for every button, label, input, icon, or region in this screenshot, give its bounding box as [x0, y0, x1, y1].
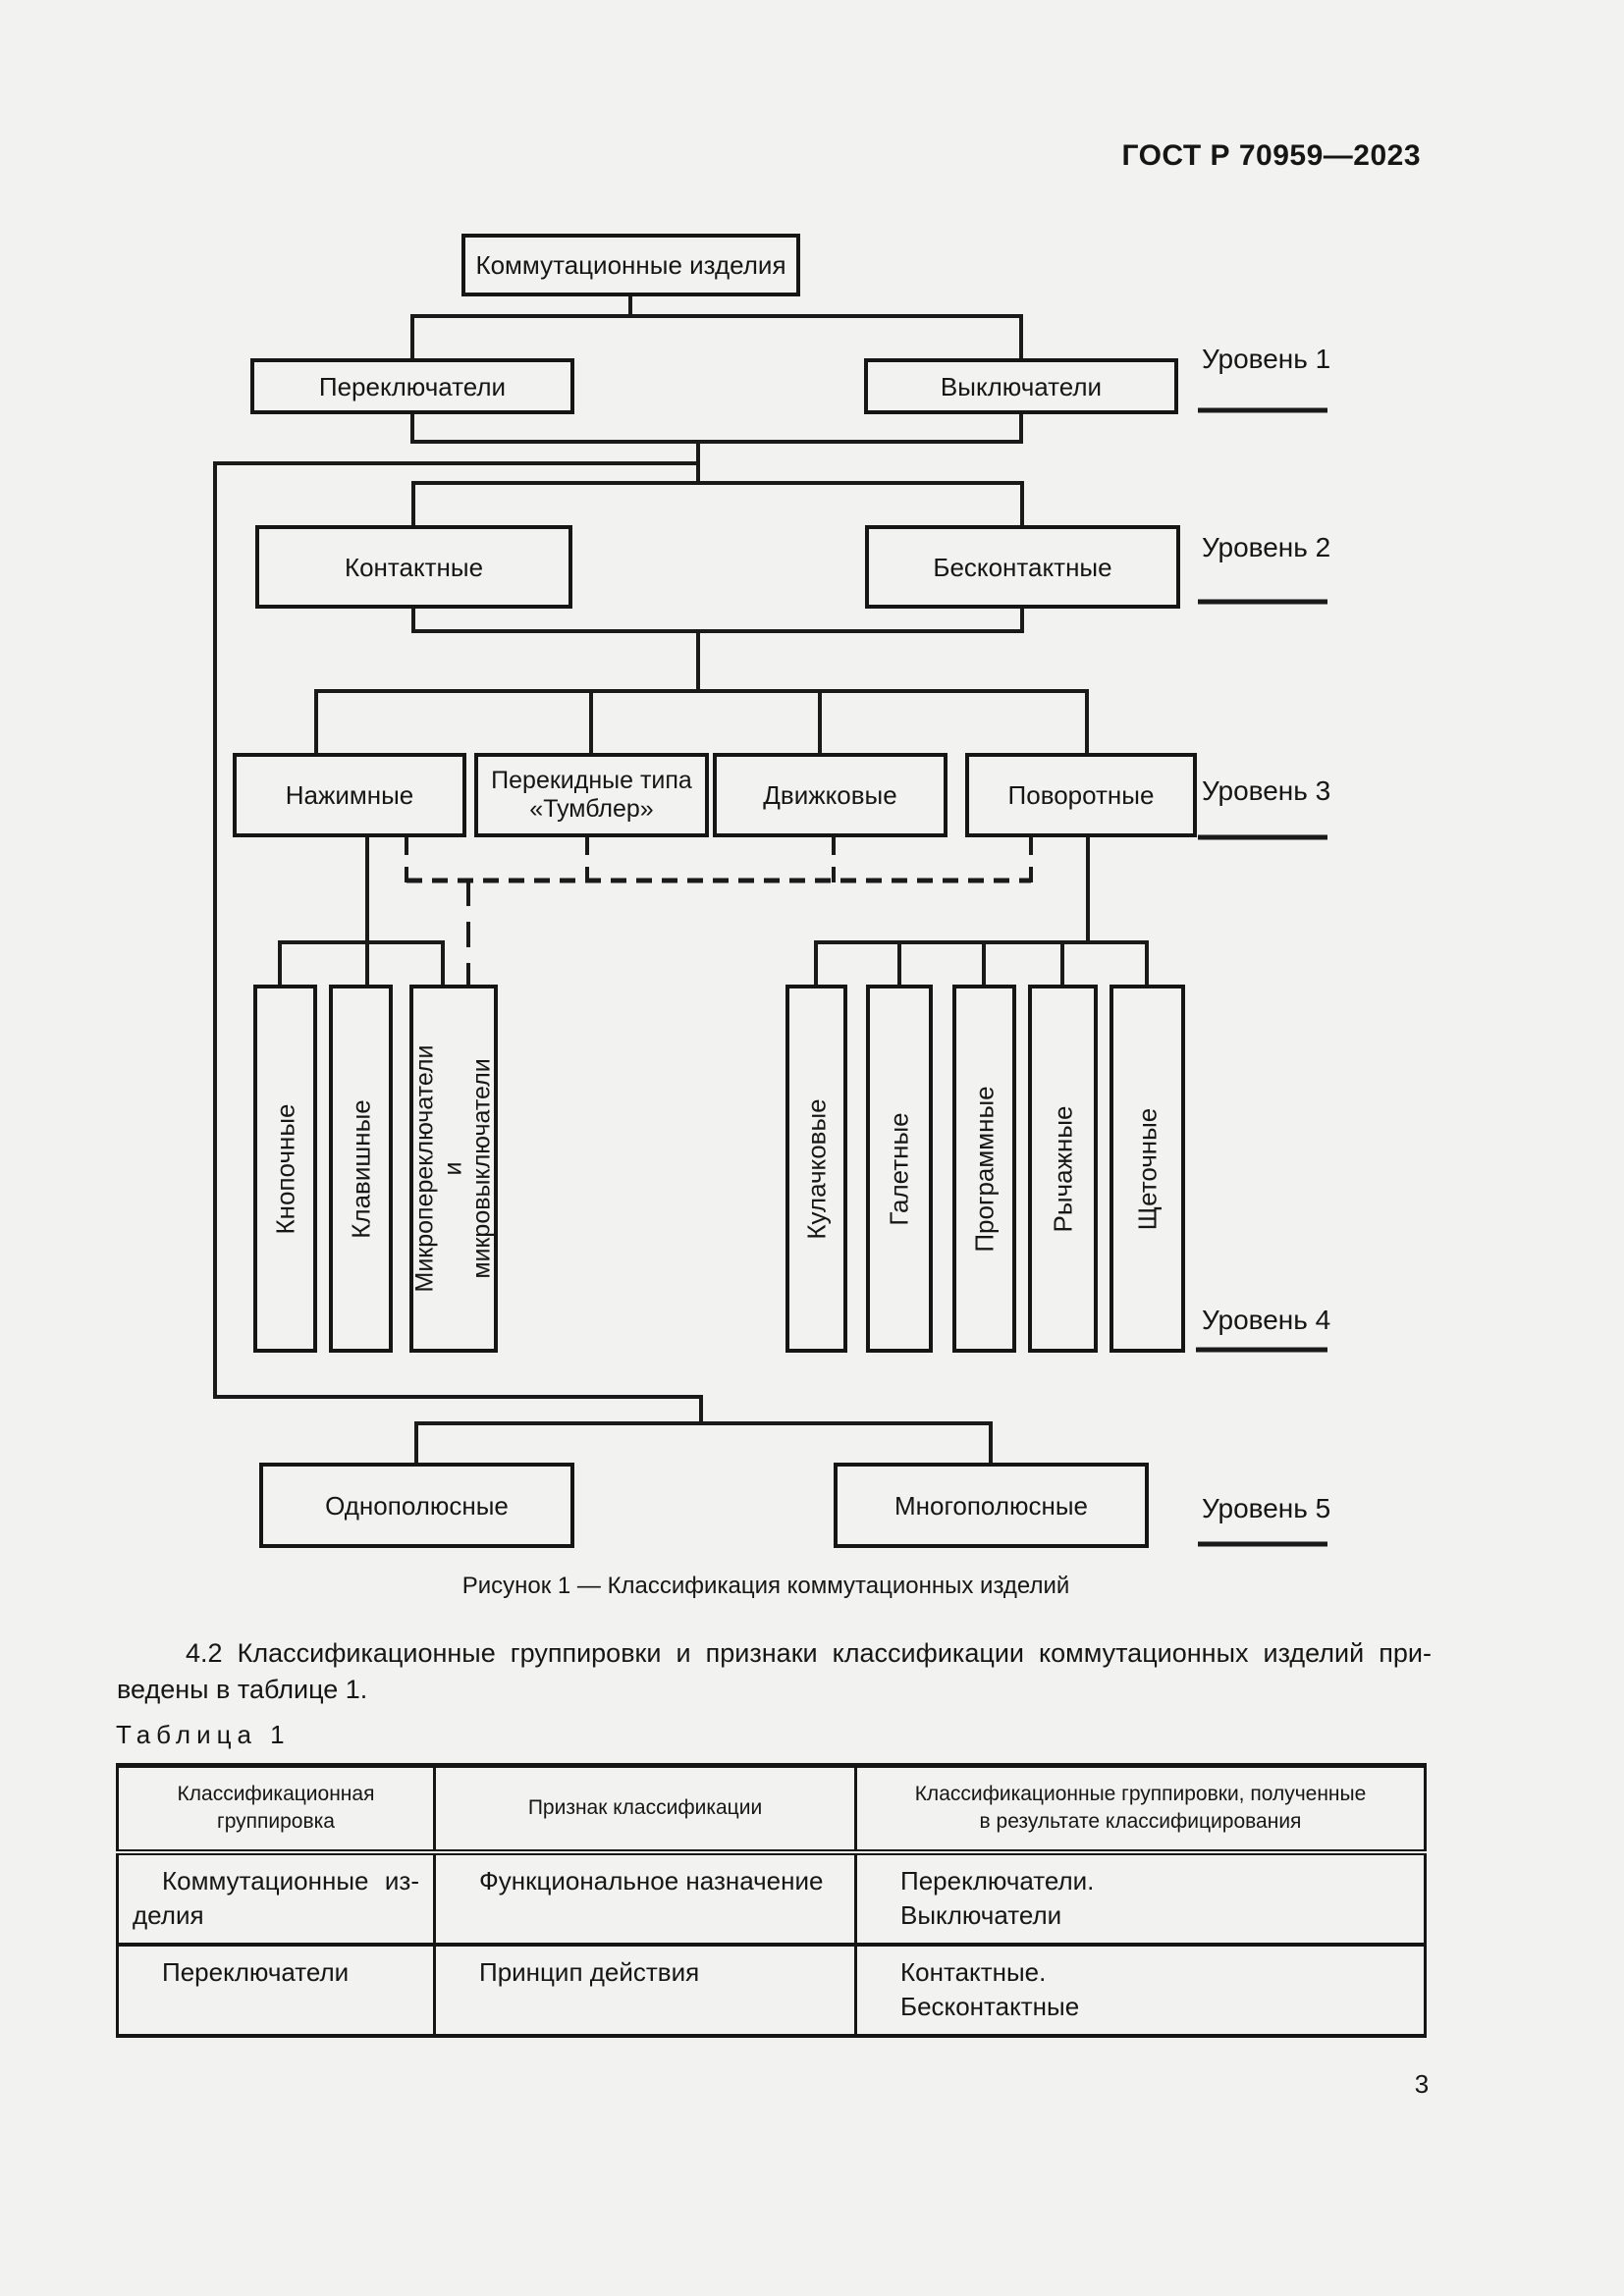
level-1-label: Уровень 1	[1202, 344, 1331, 374]
box-wafer-type: Галетные	[866, 985, 933, 1353]
header-classification-attribute: Признак классификации	[433, 1765, 857, 1855]
table-header-row: Классификационная группировка Признак кл…	[116, 1765, 1427, 1855]
level-4-label: Уровень 4	[1202, 1305, 1331, 1335]
box-slide: Движковые	[713, 753, 947, 837]
box-toggle: Перекидные типа«Тумблер»	[474, 753, 709, 837]
classification-table: Классификационная группировка Признак кл…	[116, 1763, 1427, 2038]
cell-attribute: Функциональное назначение	[433, 1851, 857, 1947]
table-row: Переключатели Принцип действия Контактны…	[116, 1944, 1427, 2036]
header-classification-group: Классификационная группировка	[116, 1765, 436, 1855]
box-program-type: Программные	[952, 985, 1016, 1353]
box-contact: Контактные	[255, 525, 572, 609]
level-5-label: Уровень 5	[1202, 1493, 1331, 1523]
box-micro-switches: Микропереключатели и микровыключатели	[409, 985, 498, 1353]
cell-result: Контактные. Бесконтактные	[854, 1944, 1427, 2036]
diagram-connector-lines	[213, 294, 1327, 1547]
box-rotary: Поворотные	[965, 753, 1197, 837]
cell-result: Переключатели. Выключатели	[854, 1851, 1427, 1947]
box-brush-type: Щеточные	[1110, 985, 1185, 1353]
cell-group: Переключатели	[116, 1944, 436, 2036]
level-2-label: Уровень 2	[1202, 532, 1331, 562]
box-contactless: Бесконтактные	[865, 525, 1180, 609]
box-multi-pole: Многополюсные	[834, 1463, 1149, 1548]
paragraph-line-1: 4.2 Классификационные группировки и приз…	[186, 1638, 1432, 1668]
figure-caption: Рисунок 1 — Классификация коммутационных…	[461, 1573, 1070, 1599]
level-3-label: Уровень 3	[1202, 775, 1331, 806]
document-code: ГОСТ Р 70959—2023	[1121, 139, 1421, 172]
box-switching-products: Коммутационные изделия	[461, 234, 800, 296]
table-1-label: Таблица 1	[116, 1720, 291, 1749]
paragraph-line-2: ведены в таблице 1.	[117, 1675, 368, 1704]
table-row: Коммутационные из- делия Функциональное …	[116, 1851, 1427, 1947]
cell-group: Коммутационные из- делия	[116, 1851, 436, 1947]
box-cam-type: Кулачковые	[785, 985, 847, 1353]
box-key-type: Клавишные	[329, 985, 393, 1353]
header-resulting-groups: Классификационные группировки, полученны…	[854, 1765, 1427, 1855]
page-number: 3	[1414, 2069, 1430, 2099]
cell-attribute: Принцип действия	[433, 1944, 857, 2036]
section-4-2-paragraph: 4.2 Классификационные группировки и приз…	[117, 1635, 1432, 1708]
box-breakers: Выключатели	[864, 358, 1178, 414]
box-switches: Переключатели	[250, 358, 574, 414]
box-button-type: Кнопочные	[253, 985, 317, 1353]
box-push: Нажимные	[233, 753, 466, 837]
box-single-pole: Однополюсные	[259, 1463, 574, 1548]
box-lever-type: Рычажные	[1028, 985, 1098, 1353]
